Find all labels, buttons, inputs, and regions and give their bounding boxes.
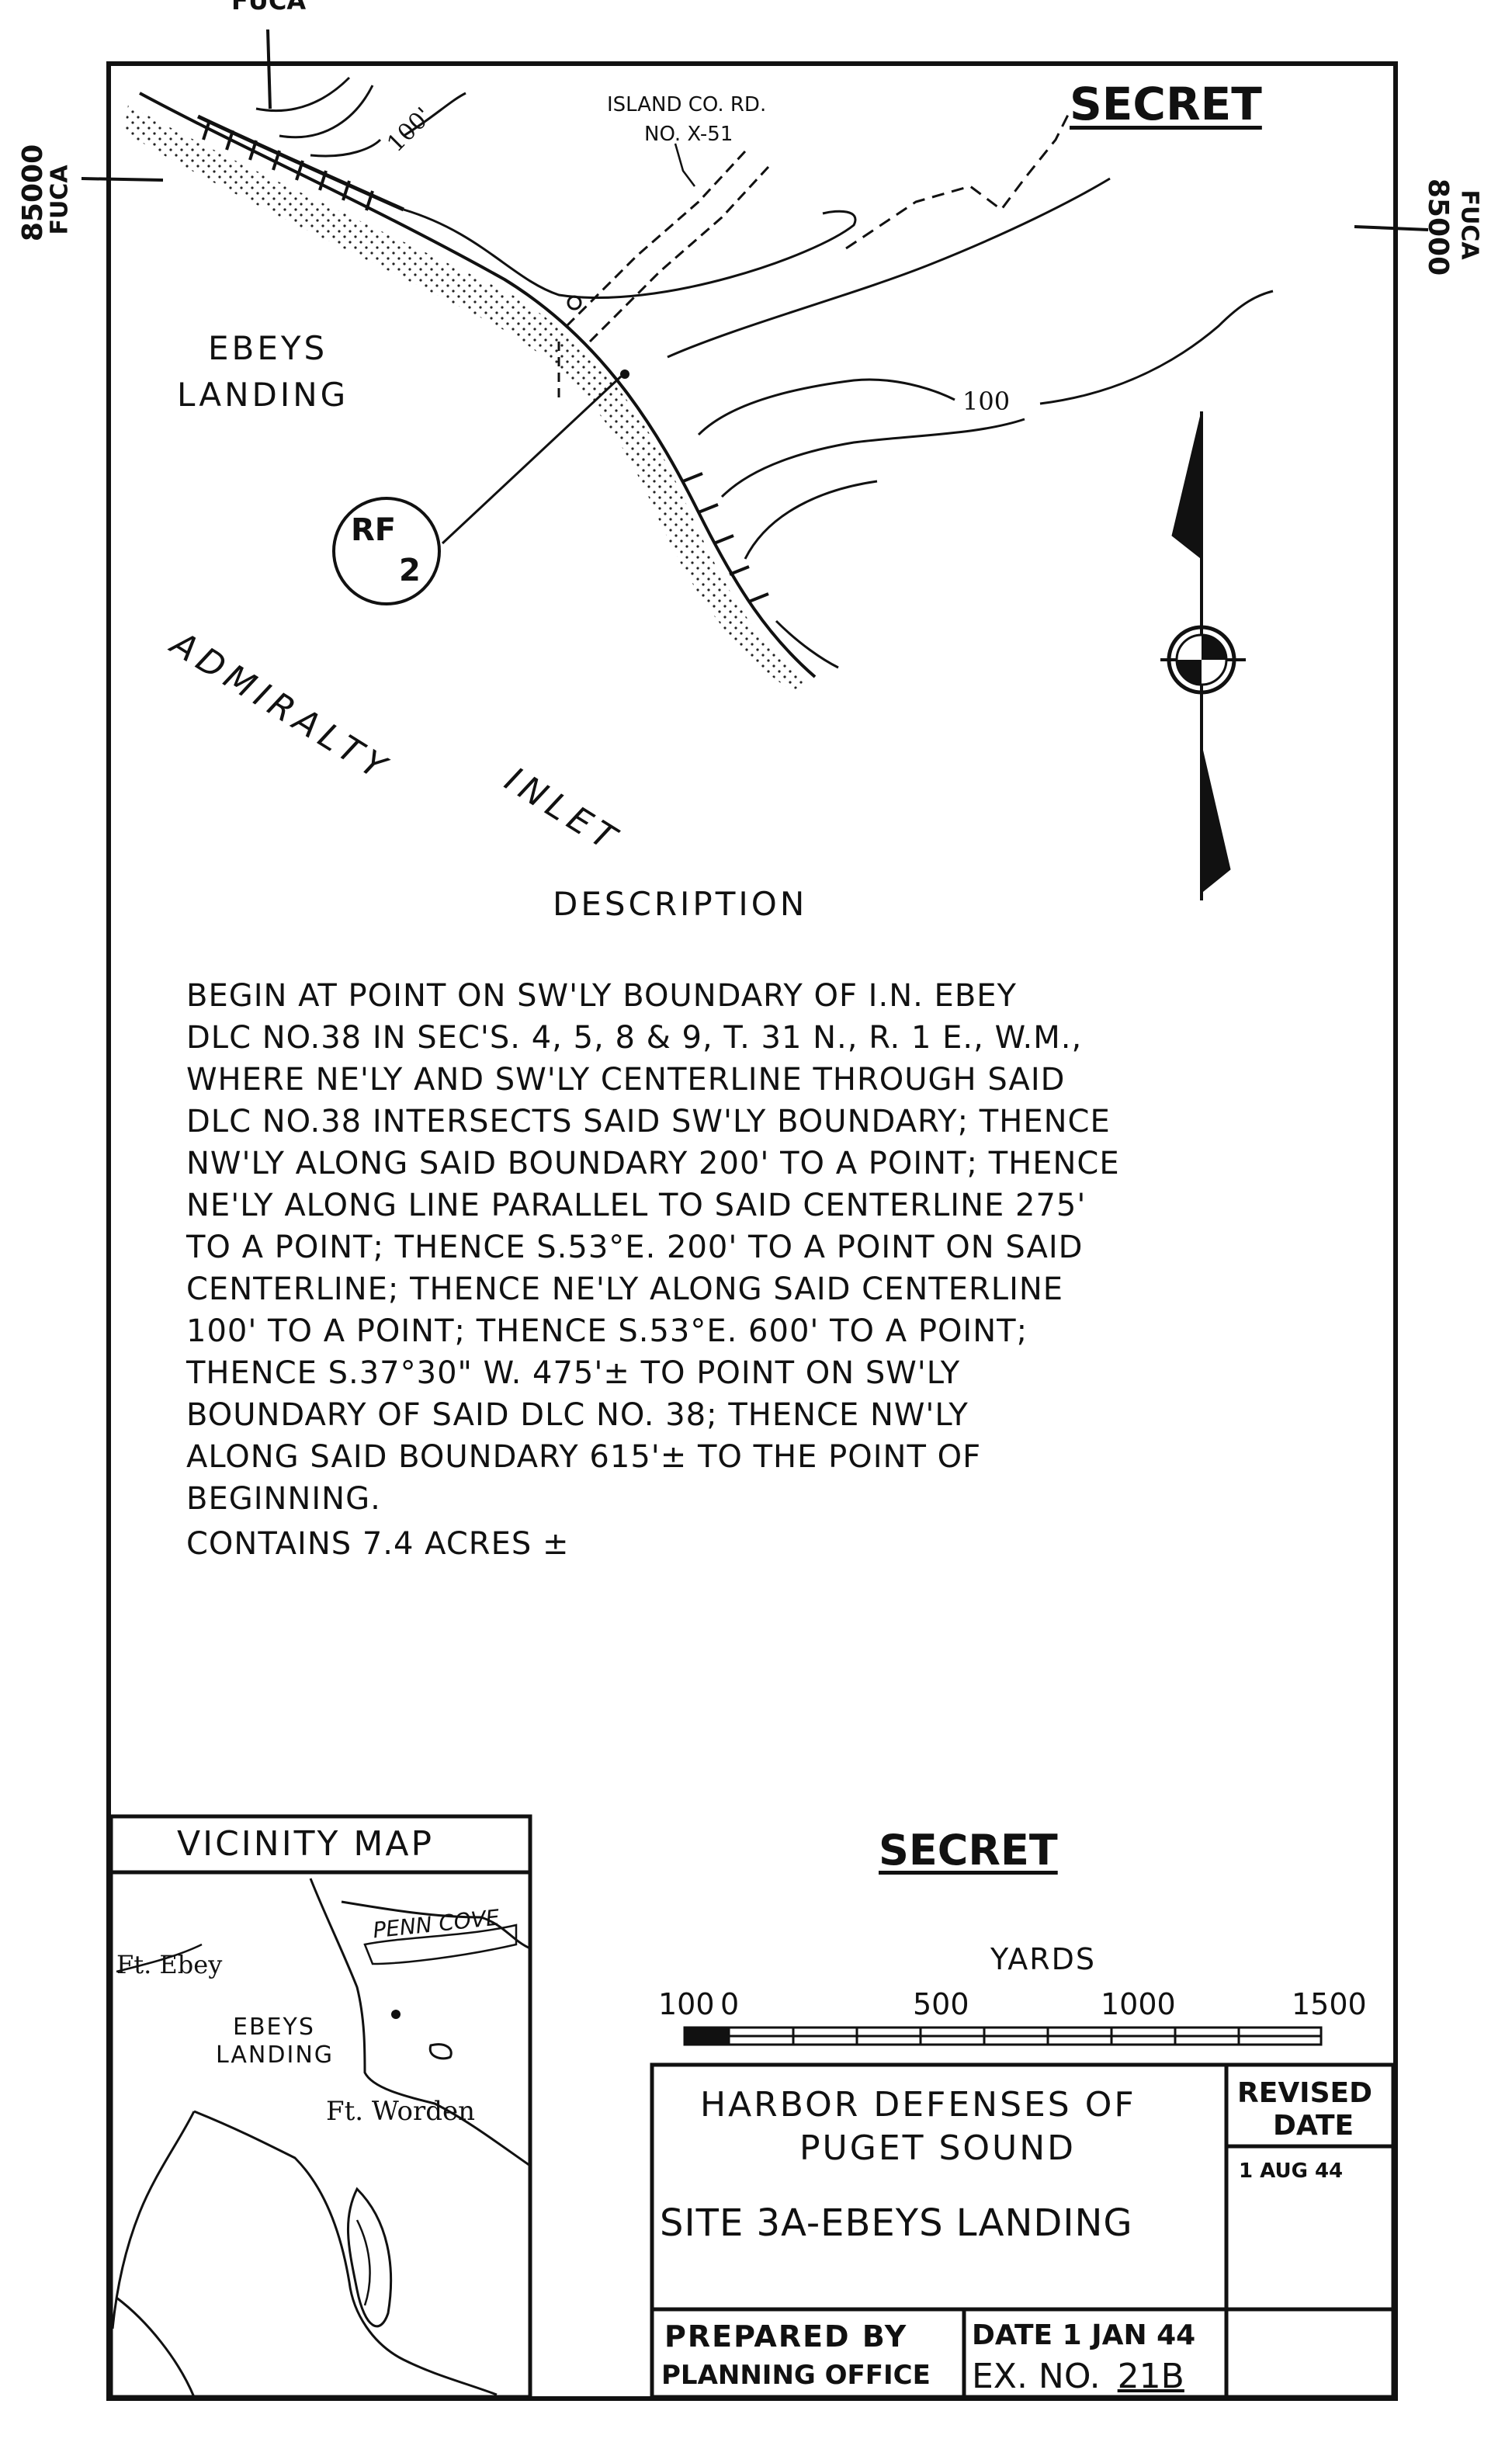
- structure-mark: [567, 295, 582, 310]
- description-line: DLC NO.38 INTERSECTS SAID SW'LY BOUNDARY…: [186, 1104, 1111, 1140]
- contour-label-right: 100: [962, 387, 1011, 416]
- contour-top-3: [310, 138, 382, 158]
- left-grid-tick: [81, 177, 164, 182]
- place-label-line1: EBEYS: [208, 329, 328, 367]
- description-heading: DESCRIPTION: [553, 885, 808, 923]
- contour-upland-6: [775, 619, 839, 669]
- right-edge-number: 85000: [1422, 178, 1455, 276]
- bluff-line: [196, 114, 405, 212]
- description-line: 100' TO A POINT; THENCE S.53°E. 600' TO …: [186, 1313, 1028, 1349]
- revised-date-value: 1 AUG 44: [1239, 2159, 1344, 2183]
- road-label-line2: NO. X-51: [644, 123, 733, 146]
- scale-tick-500: 500: [913, 1987, 969, 2021]
- vicinity-label-ft-worden: Ft. Worden: [326, 2096, 476, 2127]
- road-label-line1: ISLAND CO. RD.: [607, 93, 767, 116]
- description-line: THENCE S.37°30" W. 475'± TO POINT ON SW'…: [186, 1355, 961, 1391]
- right-grid-tick: [1354, 225, 1429, 231]
- title-block-line1: HARBOR DEFENSES OF: [700, 2085, 1136, 2125]
- north-arrow: [1160, 411, 1246, 900]
- shoreline: [139, 92, 817, 678]
- scale-tick-100: 100: [658, 1987, 715, 2021]
- title-block-site: SITE 3A-EBEYS LANDING: [660, 2201, 1133, 2245]
- scale-unit-label: YARDS: [990, 1942, 1097, 1976]
- contour-top-2: [279, 85, 374, 139]
- description-line: WHERE NE'LY AND SW'LY CENTERLINE THROUGH…: [186, 1062, 1066, 1098]
- contour-upland-1: [403, 208, 857, 299]
- top-edge-word: FUCA: [231, 0, 307, 16]
- contour-top-4: [403, 92, 466, 137]
- scale-tick-0: 0: [720, 1987, 740, 2021]
- description-body: BEGIN AT POINT ON SW'LY BOUNDARY OF I.N.…: [186, 975, 1351, 1565]
- ref-marker-circle: [332, 497, 441, 605]
- ref-marker-label-bottom: 2: [399, 553, 421, 588]
- bluff-hachures: [202, 120, 769, 603]
- contour-upland-5: [744, 480, 878, 560]
- title-block-line2: PUGET SOUND: [799, 2128, 1077, 2168]
- dashed-track: [845, 108, 1073, 250]
- ref-point: [620, 369, 629, 379]
- secret-stamp-bottom: SECRET: [879, 1826, 1058, 1875]
- description-line: BOUNDARY OF SAID DLC NO. 38; THENCE NW'L…: [186, 1397, 969, 1433]
- vicinity-label-ft-ebey: Ft. Ebey: [116, 1950, 223, 1979]
- vicinity-map-graphics: [109, 1814, 532, 2399]
- contour-upland-4: [720, 418, 1025, 498]
- description-line: CONTAINS 7.4 ACRES ±: [186, 1526, 570, 1562]
- left-edge-number: 85000: [17, 144, 50, 242]
- left-edge-word: FUCA: [46, 165, 74, 235]
- vicinity-label-ebeys: EBEYS: [233, 2014, 315, 2041]
- contour-100-left: [697, 378, 955, 436]
- ref-marker-leader: [441, 375, 622, 545]
- exhibit-prefix: EX. NO.: [972, 2357, 1101, 2396]
- description-line: BEGINNING.: [186, 1481, 381, 1517]
- ref-marker-label-top: RF: [351, 512, 397, 548]
- right-edge-word: FUCA: [1455, 189, 1483, 260]
- description-line: ALONG SAID BOUNDARY 615'± TO THE POINT O…: [186, 1439, 982, 1475]
- contour-top-1: [255, 76, 351, 113]
- description-line: NE'LY ALONG LINE PARALLEL TO SAID CENTER…: [186, 1188, 1087, 1223]
- revised-header-line2: DATE: [1273, 2110, 1354, 2142]
- road-dashed-2: [588, 165, 770, 343]
- contour-upland-2: [667, 177, 1111, 359]
- contour-100-right: [1039, 290, 1274, 405]
- title-block-graphics: [650, 2062, 1396, 2399]
- scale-bar-graphics: [683, 2026, 1323, 2046]
- revised-header-line1: REVISED: [1237, 2077, 1372, 2109]
- road-dashed-1: [565, 150, 747, 328]
- date-line: DATE 1 JAN 44: [972, 2319, 1196, 2351]
- description-line: DLC NO.38 IN SEC'S. 4, 5, 8 & 9, T. 31 N…: [186, 1020, 1083, 1056]
- prepared-by-line2: PLANNING OFFICE: [661, 2360, 931, 2391]
- prepared-by-line1: PREPARED BY: [664, 2319, 908, 2354]
- description-line: BEGIN AT POINT ON SW'LY BOUNDARY OF I.N.…: [186, 978, 1017, 1014]
- beach-dotted-band: [124, 105, 807, 691]
- top-grid-tick: [266, 29, 272, 109]
- place-label-line2: LANDING: [177, 376, 349, 414]
- exhibit-number: 21B: [1117, 2357, 1184, 2396]
- vicinity-label-landing: LANDING: [216, 2041, 335, 2069]
- secret-stamp-top: SECRET: [1070, 78, 1262, 130]
- description-line: TO A POINT; THENCE S.53°E. 200' TO A POI…: [186, 1230, 1084, 1265]
- description-line: CENTERLINE; THENCE NE'LY ALONG SAID CENT…: [186, 1271, 1064, 1307]
- road-leader: [674, 143, 695, 187]
- scale-tick-1500: 1500: [1292, 1987, 1367, 2021]
- description-line: NW'LY ALONG SAID BOUNDARY 200' TO A POIN…: [186, 1146, 1120, 1181]
- vicinity-map-title: VICINITY MAP: [177, 1824, 435, 1864]
- exhibit-number-line: EX. NO. 21B: [972, 2357, 1184, 2396]
- scale-tick-1000: 1000: [1101, 1987, 1176, 2021]
- site-map-graphics: [124, 76, 1274, 691]
